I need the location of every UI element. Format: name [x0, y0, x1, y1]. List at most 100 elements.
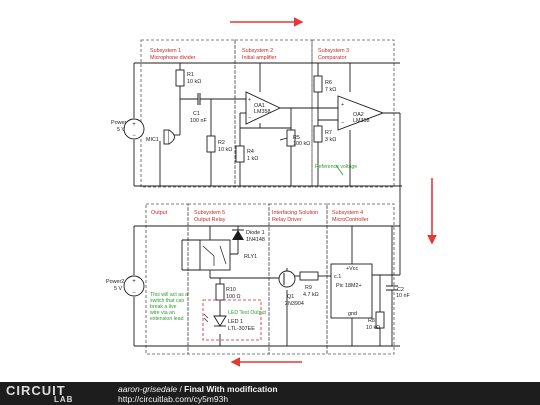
circuit-url-link[interactable]: http://circuitlab.com/cy5m93h	[118, 394, 229, 404]
subsystem-2-title: Subsystem 2	[242, 48, 273, 54]
r1-label: R1	[187, 72, 194, 78]
subsystem-1-box	[140, 39, 236, 188]
r5-label: R5	[293, 135, 300, 141]
oa1-plus-icon: +	[248, 97, 251, 103]
power-2-label: Power2	[106, 279, 124, 285]
pic-label: Pic 18M2+	[336, 283, 362, 289]
relay-note-line-2: switch that can	[150, 298, 184, 304]
author-link[interactable]: aaron-grisedale	[118, 384, 178, 394]
oa1-label: OA1	[254, 103, 265, 109]
output-title: Output	[151, 210, 168, 216]
logo-circuit-text: CIRCUIT	[6, 383, 66, 398]
c1-label: C1	[193, 111, 200, 117]
pic-input-pin: c.1	[334, 274, 341, 280]
d1-part: 1N4148	[246, 237, 265, 243]
interfacing-subtitle: Relay Driver	[272, 217, 302, 223]
r2-value: 10 kΩ	[218, 147, 232, 153]
diode-1	[232, 230, 244, 240]
r10-value: 100 Ω	[226, 294, 241, 300]
rly1-label: RLY1	[244, 254, 257, 260]
d1-label: Diode 1	[246, 230, 265, 236]
subsystem-2-subtitle: Initial amplifier	[242, 55, 277, 61]
top-wiring	[133, 62, 402, 276]
power-1-plus-icon: +	[132, 122, 136, 128]
resistor-r4	[235, 145, 245, 163]
resistor-r1	[175, 69, 185, 87]
circuitlab-logo: CIRCUIT LAB	[4, 383, 98, 404]
footer-bar: CIRCUIT LAB aaron-grisedale / Final With…	[0, 382, 540, 405]
r5-value: 100 kΩ	[293, 141, 310, 147]
oa2-plus-icon: +	[341, 102, 344, 108]
circuit-credit: aaron-grisedale / Final With modificatio…	[118, 384, 278, 394]
q1-part: 2N3904	[285, 301, 304, 307]
led-1-glow-2	[203, 317, 209, 323]
power-2-value: 5 V	[114, 286, 122, 292]
oa1-part: LM358	[254, 109, 270, 115]
r8-value: 10 kΩ	[366, 325, 380, 331]
led-1-glow-1	[203, 313, 209, 319]
r9-value: 4.7 kΩ	[303, 292, 319, 298]
subsystem-4-title: Subsystem 4	[332, 210, 363, 216]
relay-note-line-4: wire via an	[150, 310, 175, 316]
relay-rly1	[199, 239, 231, 271]
r10-label: R10	[226, 287, 236, 293]
r7-value: 3 kΩ	[325, 137, 336, 143]
subsystem-1-subtitle: Microphone divider	[150, 55, 196, 61]
subsystem-5-subtitle: Output Relay	[194, 217, 226, 223]
relay-switch-contacts	[202, 245, 227, 266]
power-1-minus-icon: −	[132, 133, 136, 139]
output-box	[145, 203, 189, 355]
relay-note-line-1: This will act as a	[150, 292, 188, 298]
subsystem-3-title: Subsystem 3	[318, 48, 349, 54]
circuit-title: Final With modification	[184, 384, 278, 394]
subsystem-4-subtitle: MicroController	[332, 217, 369, 223]
oa2-minus-icon: −	[341, 120, 344, 126]
led-1	[213, 315, 227, 327]
interfacing-box	[268, 203, 328, 355]
subsystem-1-title: Subsystem 1	[150, 48, 181, 54]
subsystem-3-box	[311, 39, 395, 188]
transistor-q1	[278, 270, 296, 288]
relay-note-line-3: break a live	[150, 304, 177, 310]
pic-gnd-pin: gnd	[348, 311, 357, 317]
oa2-part: LM358	[353, 118, 369, 124]
r6-label: R6	[325, 80, 332, 86]
interfacing-title: Interfacing Solution	[272, 210, 318, 216]
r1-value: 10 kΩ	[187, 79, 201, 85]
c1-value: 100 nF	[190, 118, 207, 124]
logo-lab-text: LAB	[54, 395, 74, 404]
subsystem-2-box	[234, 39, 313, 188]
mic1-label: MIC1	[146, 137, 159, 143]
r4-label: R4	[247, 149, 254, 155]
r8-label: R8	[368, 318, 375, 324]
led1-label: LED 1	[228, 319, 243, 325]
c2-value: 10 nF	[396, 293, 410, 299]
resistor-r10	[215, 283, 225, 301]
subsystem-3-subtitle: Comparator	[318, 55, 347, 61]
resistor-r7	[313, 125, 323, 143]
resistor-r8	[375, 311, 385, 329]
resistor-r9	[299, 271, 319, 281]
r2-label: R2	[218, 140, 225, 146]
q1-label: Q1	[287, 294, 294, 300]
power-2-plus-icon: +	[132, 279, 136, 285]
subsystem-4-box	[326, 203, 395, 355]
r4-value: 1 kΩ	[247, 156, 258, 162]
power-source-1	[123, 118, 145, 140]
power-2-minus-icon: −	[132, 290, 136, 296]
r9-label: R9	[305, 285, 312, 291]
opamp-oa1	[245, 91, 282, 125]
opamp-oa2	[337, 95, 385, 131]
power-source-2	[123, 275, 145, 297]
led1-part: LTL-307EE	[228, 326, 255, 332]
microphone-mic1	[163, 129, 175, 145]
led-test-box	[202, 299, 262, 341]
capacitor-c1	[197, 93, 201, 105]
resistor-r2	[206, 135, 216, 153]
bottom-wiring	[133, 225, 400, 347]
r6-value: 7 kΩ	[325, 87, 336, 93]
pic-vcc-pin: +Vcc	[346, 266, 358, 272]
power-1-value: 5 V	[117, 127, 125, 133]
oa1-minus-icon: −	[248, 115, 251, 121]
